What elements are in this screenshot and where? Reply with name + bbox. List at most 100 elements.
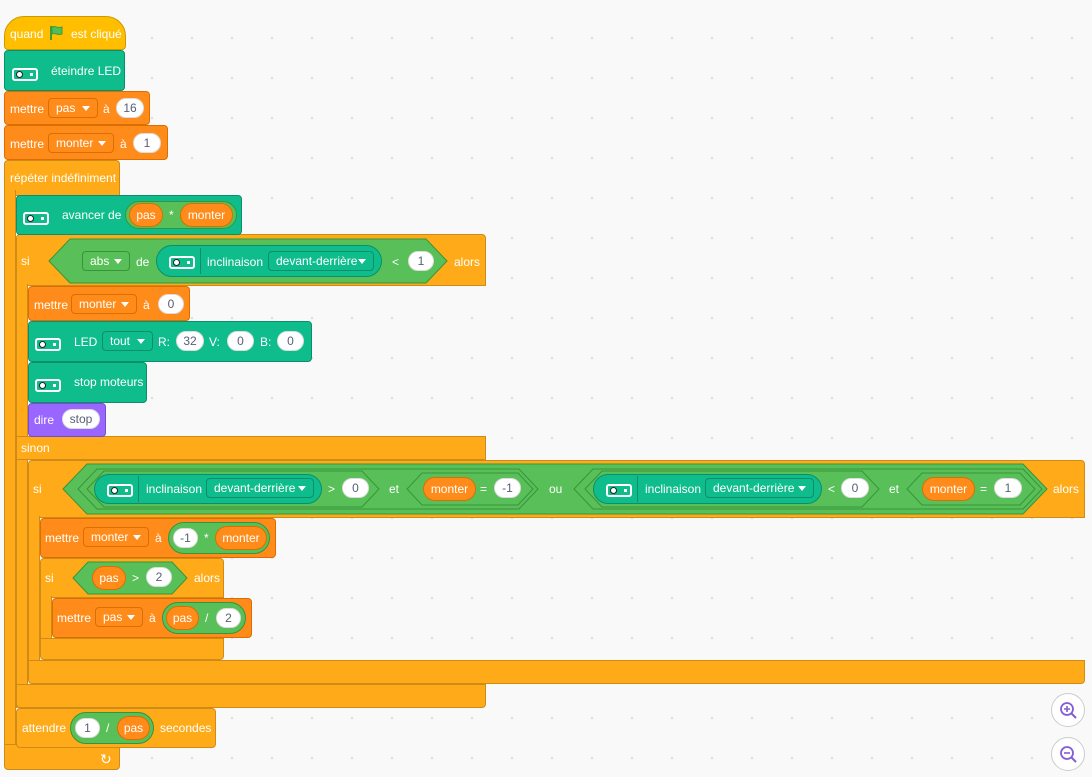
- forever-foot: [4, 744, 120, 770]
- advance-label: avancer de: [62, 208, 122, 222]
- led-which-dropdown[interactable]: tout: [102, 331, 153, 351]
- variable-pas[interactable]: pas: [92, 566, 126, 590]
- and-label-b: et: [889, 482, 900, 496]
- value-input[interactable]: 0: [342, 478, 369, 498]
- hat-clicked: est cliqué: [71, 27, 122, 41]
- axis-dropdown[interactable]: devant-derrière: [268, 251, 374, 271]
- say-text-input[interactable]: stop: [62, 409, 100, 429]
- variable-pas[interactable]: pas: [129, 203, 163, 227]
- variable-pas[interactable]: pas: [117, 716, 150, 740]
- forever-block[interactable]: [4, 160, 120, 196]
- divider: [200, 248, 201, 274]
- variable-monter[interactable]: monter: [180, 203, 233, 227]
- zoom-out-button[interactable]: [1051, 737, 1085, 771]
- if2-arm: [28, 516, 40, 662]
- value-input[interactable]: 1: [994, 478, 1022, 498]
- to-label: à: [149, 611, 156, 625]
- value-input[interactable]: -1: [173, 528, 198, 548]
- led-off-block[interactable]: [4, 50, 125, 91]
- dropdown-value: devant-derrière: [214, 481, 296, 495]
- chevron-down-icon: [127, 615, 135, 620]
- stop-motors-label: stop moteurs: [74, 375, 144, 389]
- greater-than-symbol: >: [132, 571, 140, 585]
- led-off-label: éteindre LED: [51, 64, 122, 78]
- hat-when: quand: [10, 27, 44, 41]
- axis-dropdown[interactable]: devant-derrière: [705, 478, 814, 498]
- axis-dropdown[interactable]: devant-derrière: [206, 478, 314, 498]
- to-label: à: [155, 531, 162, 545]
- stop-motors-block[interactable]: [28, 362, 147, 403]
- chevron-down-icon: [133, 535, 141, 540]
- else-bar: [16, 436, 486, 460]
- variable-dropdown-monter[interactable]: monter: [71, 294, 137, 314]
- green-flag-icon: [50, 25, 63, 40]
- divider: [138, 476, 139, 502]
- robot-icon: [169, 256, 195, 269]
- forever-arm: [4, 190, 16, 746]
- value-input[interactable]: 2: [146, 567, 172, 587]
- robot-icon: [107, 484, 133, 497]
- tilt-label: inclinaison: [207, 255, 264, 269]
- if3-arm: [40, 596, 52, 640]
- variable-dropdown-pas[interactable]: pas: [48, 98, 98, 118]
- led-color-block[interactable]: [28, 321, 312, 362]
- variable-dropdown-pas[interactable]: pas: [95, 607, 143, 627]
- robot-icon: [35, 338, 61, 351]
- then-label: alors: [454, 255, 481, 269]
- variable-pas[interactable]: pas: [166, 606, 199, 630]
- operator-symbol: /: [205, 611, 209, 625]
- if3-label: si: [45, 571, 54, 585]
- chevron-down-icon: [121, 302, 129, 307]
- zoom-in-icon: [1060, 702, 1077, 719]
- red-label: R:: [158, 335, 170, 349]
- operator-symbol: /: [106, 721, 110, 735]
- robot-icon: [23, 212, 49, 225]
- value-input[interactable]: 0: [841, 478, 869, 498]
- to-label: à: [103, 102, 110, 116]
- value-input-1[interactable]: 1: [133, 133, 161, 153]
- chevron-down-icon: [114, 259, 122, 264]
- to-label: à: [143, 298, 150, 312]
- value-input[interactable]: -1: [494, 478, 521, 498]
- value-input[interactable]: 2: [216, 608, 241, 628]
- zoom-in-button[interactable]: [1051, 693, 1085, 727]
- abs-dropdown[interactable]: abs: [82, 251, 130, 271]
- tilt-label: inclinaison: [146, 482, 203, 496]
- value-input[interactable]: 1: [75, 718, 100, 738]
- red-input[interactable]: 32: [176, 331, 204, 351]
- chevron-down-icon: [137, 339, 145, 344]
- to-label: à: [120, 137, 127, 151]
- value-input[interactable]: 0: [158, 294, 184, 314]
- chevron-down-icon: [298, 486, 306, 491]
- value-input-16[interactable]: 16: [116, 98, 144, 118]
- dropdown-value: monter: [79, 297, 117, 311]
- dropdown-value: tout: [110, 334, 131, 348]
- loop-arrow-icon: ↻: [100, 751, 112, 767]
- else-label: sinon: [21, 441, 50, 455]
- green-input[interactable]: 0: [227, 331, 254, 351]
- variable-monter[interactable]: monter: [922, 477, 975, 501]
- of-label: de: [136, 255, 150, 269]
- variable-dropdown-monter[interactable]: monter: [83, 527, 149, 547]
- less-than-symbol: <: [392, 255, 400, 269]
- forever-label: répéter indéfiniment: [10, 171, 117, 185]
- equals-symbol: =: [480, 482, 488, 496]
- set-label: mettre: [45, 531, 80, 545]
- if2-then: alors: [1053, 482, 1080, 496]
- operator-symbol: *: [204, 531, 209, 545]
- operator-symbol: *: [169, 208, 174, 222]
- if2-label: si: [33, 482, 42, 496]
- blue-input[interactable]: 0: [277, 331, 304, 351]
- value-input[interactable]: 1: [408, 251, 434, 271]
- when-flag-clicked-block[interactable]: [4, 16, 126, 50]
- variable-dropdown-monter[interactable]: monter: [48, 133, 114, 153]
- blue-label: B:: [260, 335, 272, 349]
- dropdown-value: devant-derrière: [276, 254, 358, 268]
- dropdown-value: monter: [56, 136, 94, 150]
- led-label: LED: [74, 335, 98, 349]
- variable-monter[interactable]: monter: [423, 477, 476, 501]
- variable-monter[interactable]: monter: [215, 526, 267, 550]
- say-label: dire: [34, 413, 55, 427]
- and-label-a: et: [389, 482, 400, 496]
- dropdown-value: devant-derrière: [713, 481, 795, 495]
